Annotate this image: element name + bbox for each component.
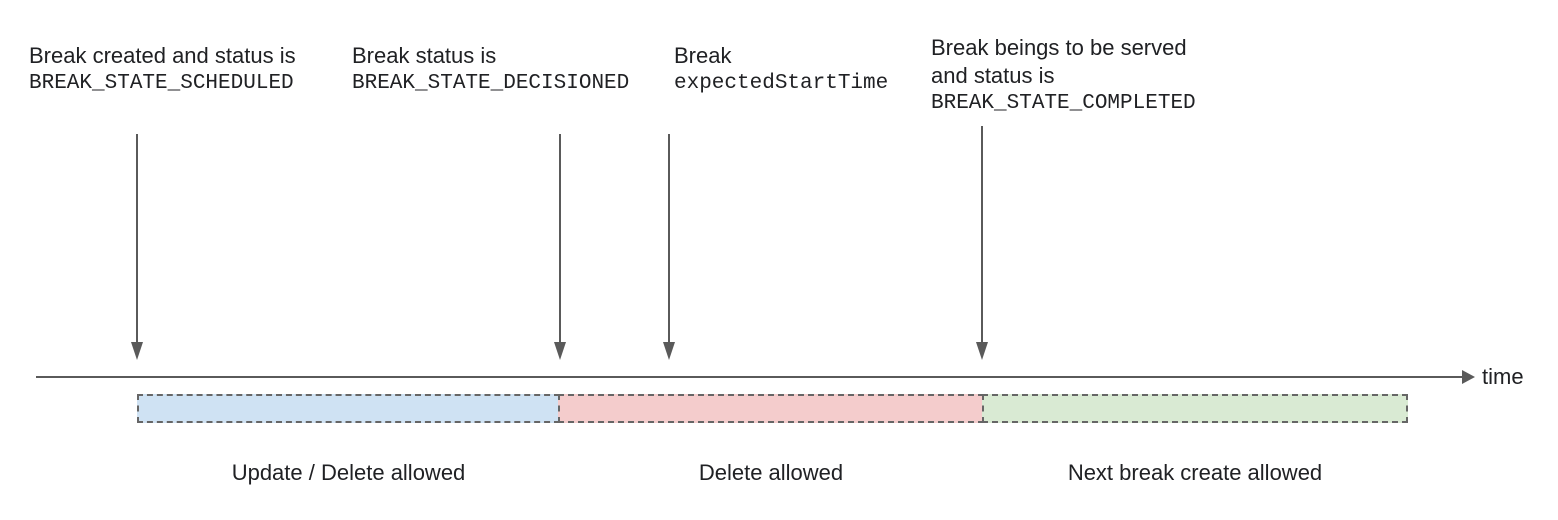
annotation-state-code: BREAK_STATE_SCHEDULED: [29, 72, 294, 95]
segment-label: Update / Delete allowed: [231, 460, 466, 485]
annotation-break-created: Break created and status is BREAK_STATE_…: [29, 42, 296, 98]
arrow-head: [663, 342, 675, 360]
annotation-state-code: BREAK_STATE_DECISIONED: [352, 72, 630, 95]
annotation-text: Break created and status is: [29, 43, 296, 68]
down-arrow-icon: [131, 134, 143, 360]
annotation-break-decisioned: Break status is BREAK_STATE_DECISIONED: [352, 42, 629, 98]
annotation-text: Break status is: [352, 43, 497, 68]
arrow-shaft: [981, 126, 983, 342]
time-axis-label: time: [1482, 364, 1524, 389]
segment-next-break-create-allowed: [982, 394, 1408, 423]
arrow-head: [131, 342, 143, 360]
arrow-shaft: [668, 134, 670, 342]
arrow-head: [976, 342, 988, 360]
annotation-break-completed: Break beings to be served and status is …: [931, 34, 1196, 118]
annotation-text: Break: [674, 43, 732, 68]
segment-delete-allowed: [558, 394, 984, 423]
annotation-field-code: expectedStartTime: [674, 72, 889, 95]
right-arrowhead-icon: [1462, 370, 1475, 384]
segment-update-delete-allowed: [137, 394, 560, 423]
annotation-text: Break beings to be served: [931, 35, 1187, 60]
timeline-axis: [36, 376, 1462, 378]
arrow-shaft: [136, 134, 138, 342]
down-arrow-icon: [554, 134, 566, 360]
down-arrow-icon: [663, 134, 675, 360]
annotation-text: and status is: [931, 63, 1055, 88]
arrow-shaft: [559, 134, 561, 342]
annotation-expected-start-time: Break expectedStartTime: [674, 42, 888, 98]
segment-label: Next break create allowed: [1067, 460, 1323, 485]
annotation-state-code: BREAK_STATE_COMPLETED: [931, 92, 1196, 115]
segment-label: Delete allowed: [698, 460, 844, 485]
arrow-head: [554, 342, 566, 360]
down-arrow-icon: [976, 126, 988, 360]
